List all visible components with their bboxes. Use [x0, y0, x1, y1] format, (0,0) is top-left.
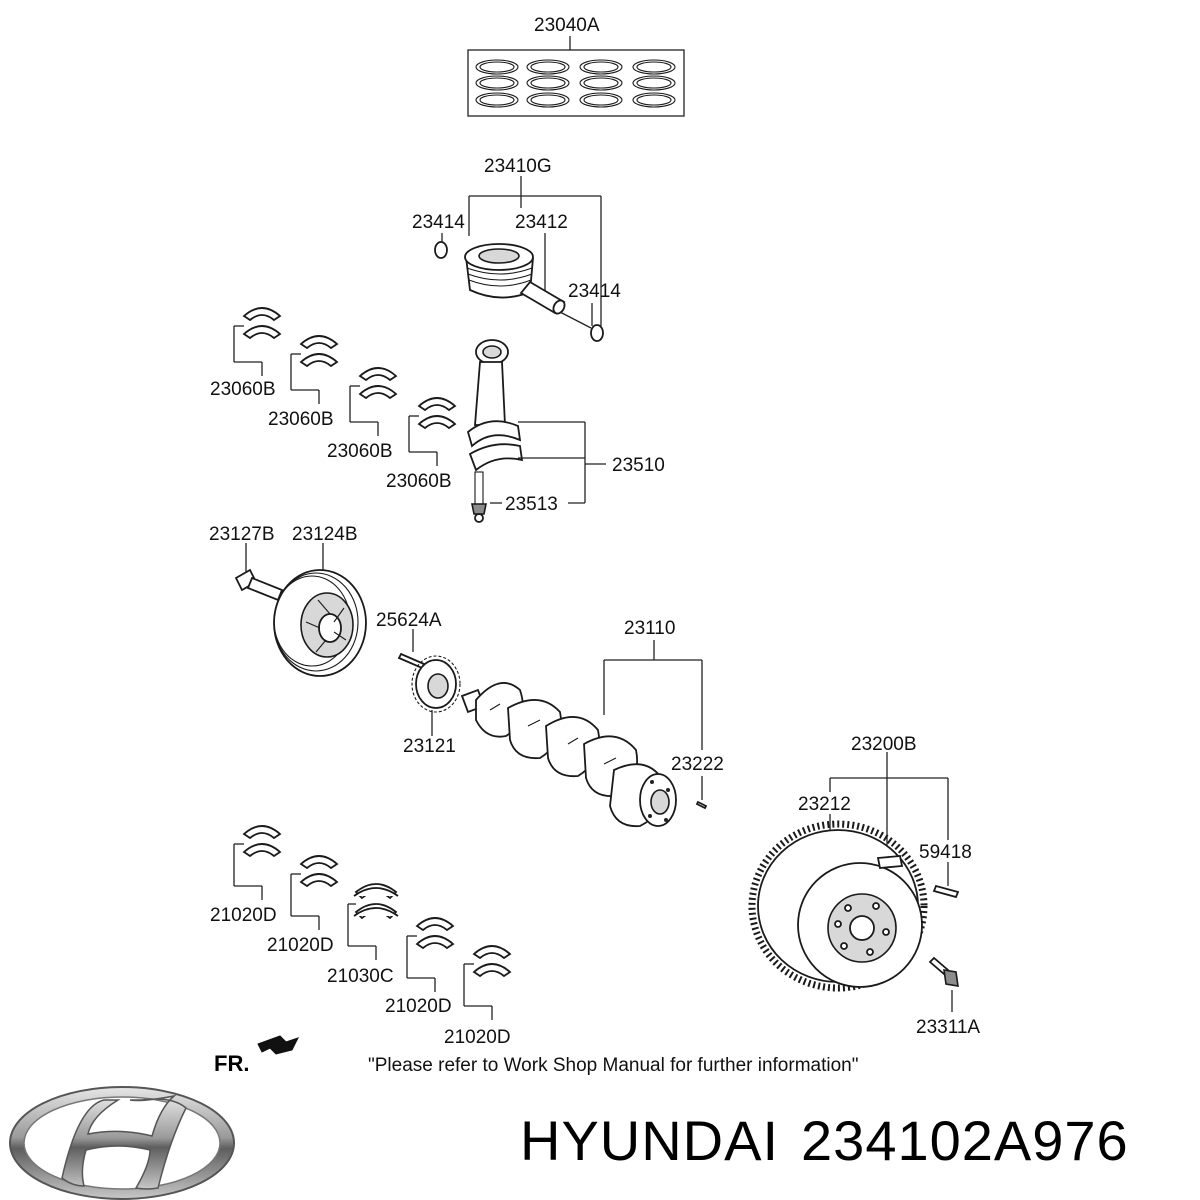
crankshaft	[460, 682, 677, 828]
piston-ring-set	[467, 36, 685, 117]
brand-name: HYUNDAI	[520, 1109, 780, 1172]
piston-pin	[519, 280, 592, 329]
crankshaft-leaders	[603, 640, 703, 800]
label-23311A: 23311A	[916, 1017, 980, 1038]
label-23121: 23121	[403, 736, 456, 757]
flywheel-bolt	[928, 956, 959, 987]
manual-note: "Please refer to Work Shop Manual for fu…	[368, 1055, 858, 1076]
label-21020D-2: 21020D	[267, 935, 334, 956]
part-number: 234102A976	[801, 1109, 1129, 1172]
label-21020D-5: 21020D	[444, 1027, 511, 1048]
label-23212: 23212	[798, 794, 851, 815]
label-23060B-3: 23060B	[327, 441, 393, 462]
label-23510: 23510	[612, 455, 665, 476]
hyundai-logo-icon	[9, 1086, 235, 1200]
label-21020D-4: 21020D	[385, 996, 452, 1017]
piston-assembly-leaders	[441, 176, 602, 326]
conrod-bearings	[233, 307, 457, 466]
front-indicator-label: FR.	[214, 1051, 249, 1076]
flywheel	[748, 820, 928, 992]
label-23412: 23412	[515, 212, 568, 233]
pulley-bolt	[234, 543, 284, 602]
label-23410G: 23410G	[484, 156, 552, 177]
label-21030C: 21030C	[327, 966, 394, 987]
front-arrow-icon	[257, 1035, 299, 1055]
label-23200B: 23200B	[851, 734, 917, 755]
label-23060B-2: 23060B	[268, 409, 334, 430]
label-21020D-1: 21020D	[210, 905, 277, 926]
label-23110: 23110	[624, 618, 675, 639]
crank-pin	[695, 800, 708, 810]
damper-pulley	[273, 543, 367, 677]
label-23127B: 23127B	[209, 524, 275, 545]
label-23222: 23222	[671, 754, 724, 775]
snap-ring-right	[590, 324, 604, 342]
label-23060B-1: 23060B	[210, 379, 276, 400]
label-23513: 23513	[505, 494, 558, 515]
brand-line: HYUNDAI 234102A976	[520, 1108, 1190, 1178]
label-59418: 59418	[919, 842, 972, 863]
label-23040A: 23040A	[534, 15, 600, 36]
label-23060B-4: 23060B	[386, 471, 452, 492]
connecting-rod	[466, 339, 524, 523]
label-25624A: 25624A	[376, 610, 442, 631]
flywheel-pin	[932, 884, 960, 899]
label-23414-right: 23414	[568, 281, 621, 302]
crank-sprocket	[411, 655, 461, 736]
label-23414-left: 23414	[412, 212, 465, 233]
conrod-leaders	[490, 421, 606, 504]
label-23124B: 23124B	[292, 524, 358, 545]
main-bearings	[233, 825, 512, 1020]
snap-ring-left	[434, 241, 448, 259]
